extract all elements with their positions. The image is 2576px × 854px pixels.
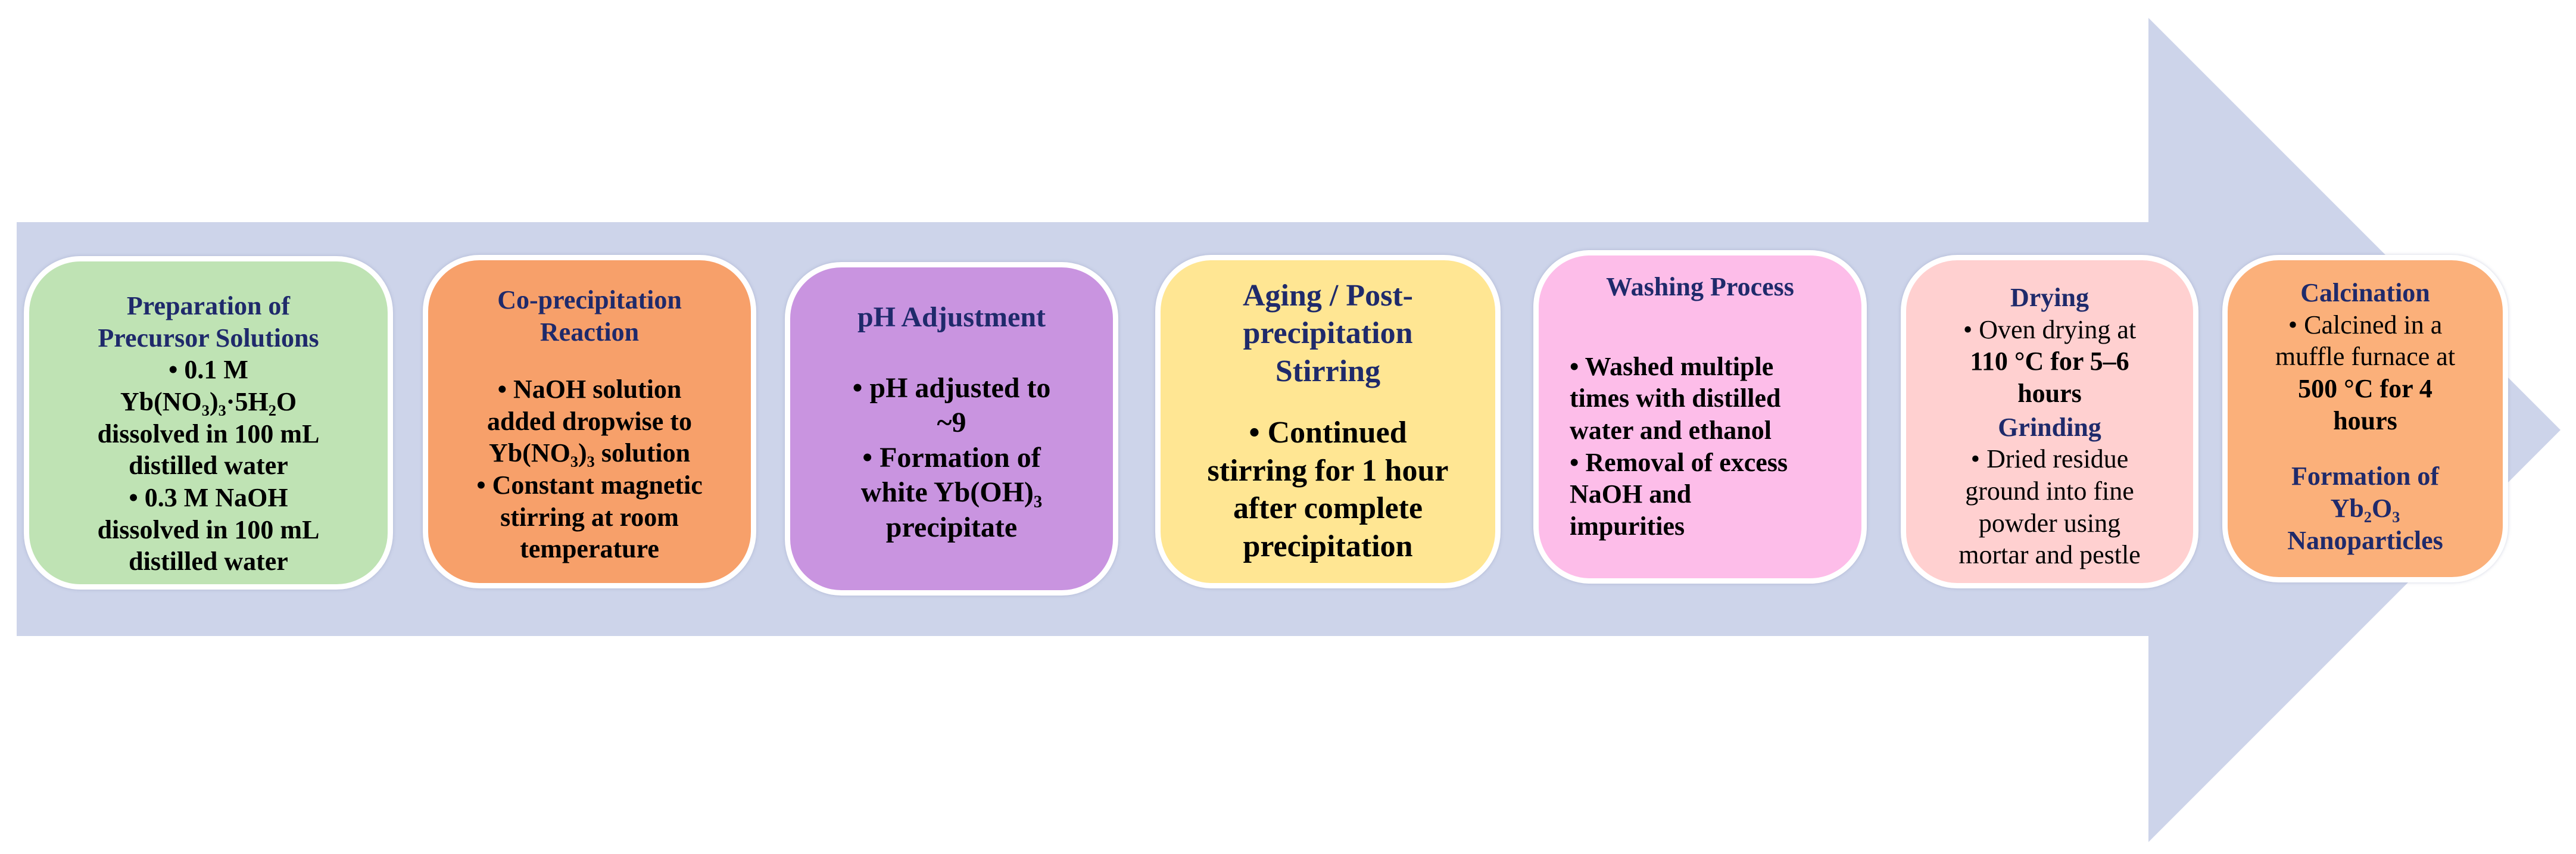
step-card-drying-grinding: Drying • Oven drying at 110 °C for 5–6 h… <box>1901 255 2198 588</box>
step-4-title-line-1: Aging / Post- <box>1243 279 1413 313</box>
step-1-body-line-6: dissolved in 100 mL <box>97 515 320 544</box>
step-1-body-line-4: distilled water <box>129 451 288 481</box>
step-5-spacer <box>1557 303 1844 351</box>
step-2-body-line-1: • NaOH solution <box>497 374 682 404</box>
step-card-aging-stirring: Aging / Post- precipitation Stirring • C… <box>1155 255 1501 588</box>
step-card-ph-adjustment: pH Adjustment • pH adjusted to ~9 • Form… <box>785 262 1118 596</box>
step-7-subtitle-line-3: Nanoparticles <box>2287 525 2443 555</box>
step-1-body-line-3: dissolved in 100 mL <box>97 419 320 448</box>
step-6-subtitle-line-1: Grinding <box>1998 412 2101 442</box>
step-7-title-line-1: Calcination <box>2300 278 2430 307</box>
step-6-body-line-1: • Oven drying at <box>1963 314 2137 344</box>
step-6-body2-line-2: ground into fine <box>1965 476 2134 506</box>
step-3-body-line-2: ~9 <box>937 407 966 439</box>
step-4-title-line-2: precipitation <box>1243 316 1413 351</box>
step-3-body-line-1: • pH adjusted to <box>852 372 1051 404</box>
step-5-body-line-2: times with distilled <box>1570 384 1781 413</box>
step-2-body-line-5: stirring at room <box>500 502 679 532</box>
step-5-title-line-1: Washing Process <box>1606 272 1794 301</box>
step-4-body-line-3: after complete <box>1233 491 1423 526</box>
step-7-subtitle-line-1: Formation of <box>2291 462 2440 491</box>
step-1-body-line-5: • 0.3 M NaOH <box>129 483 288 513</box>
step-1-title-line-2: Precursor Solutions <box>98 323 319 353</box>
step-1-title-line-1: Preparation of <box>126 291 291 320</box>
step-2-title-line-2: Reaction <box>539 317 640 347</box>
step-6-title-line-1: Drying <box>2010 283 2089 312</box>
step-1-body-line-2: Yb(NO₃)₃·5H₂O <box>120 387 297 417</box>
step-3-body-line-4: white Yb(OH)₃ <box>860 476 1043 509</box>
step-6-body-line-2: 110 °C for 5–6 <box>1970 347 2129 376</box>
step-4-body-line-4: precipitation <box>1243 529 1413 563</box>
step-card-calcination: Calcination • Calcined in a muffle furna… <box>2222 255 2508 582</box>
step-7-body-line-4: hours <box>2333 406 2397 435</box>
step-5-body-line-6: impurities <box>1570 512 1685 541</box>
step-2-body-line-2: added dropwise to <box>487 406 692 436</box>
step-2-body-line-6: temperature <box>520 534 659 564</box>
step-6-body2-line-3: powder using <box>1978 508 2121 538</box>
step-6-body2-line-4: mortar and pestle <box>1958 540 2141 570</box>
step-7-subtitle-line-2: Yb₂O₃ <box>2330 494 2400 523</box>
step-6-body2-line-1: • Dried residue <box>1970 444 2129 474</box>
step-2-body-line-4: • Constant magnetic <box>476 470 703 500</box>
step-4-body-line-1: • Continued <box>1249 416 1407 450</box>
step-4-body-line-2: stirring for 1 hour <box>1207 453 1449 488</box>
step-5-body-line-4: • Removal of excess <box>1570 447 1788 477</box>
step-3-body-line-3: • Formation of <box>862 441 1041 473</box>
step-5-body-line-5: NaOH and <box>1570 479 1692 509</box>
step-4-title-line-3: Stirring <box>1275 354 1381 388</box>
step-card-co-precipitation: Co-precipitation Reaction • NaOH solutio… <box>423 255 756 588</box>
step-1-body-line-1: • 0.1 M <box>169 355 248 385</box>
step-7-body-line-1: • Calcined in a <box>2288 310 2443 339</box>
step-3-body-line-5: precipitate <box>885 511 1018 543</box>
step-2-title-line-1: Co-precipitation <box>497 285 682 314</box>
step-5-body-line-1: • Washed multiple <box>1570 351 1774 381</box>
step-6-body-line-3: hours <box>2017 379 2082 409</box>
step-7-body-line-2: muffle furnace at <box>2275 342 2456 372</box>
step-card-precursor-preparation: Preparation of Precursor Solutions • 0.1… <box>24 256 393 590</box>
step-7-body-line-3: 500 °C for 4 <box>2298 374 2432 404</box>
step-2-body-line-3: Yb(NO₃)₃ solution <box>488 438 691 468</box>
step-5-body-line-3: water and ethanol <box>1570 416 1772 445</box>
step-card-washing: Washing Process • Washed multiple times … <box>1533 250 1867 584</box>
step-5-body: • Washed multiple times with distilled w… <box>1557 351 1844 543</box>
step-3-title-line-1: pH Adjustment <box>857 301 1046 333</box>
step-1-body-line-7: distilled water <box>129 547 288 576</box>
